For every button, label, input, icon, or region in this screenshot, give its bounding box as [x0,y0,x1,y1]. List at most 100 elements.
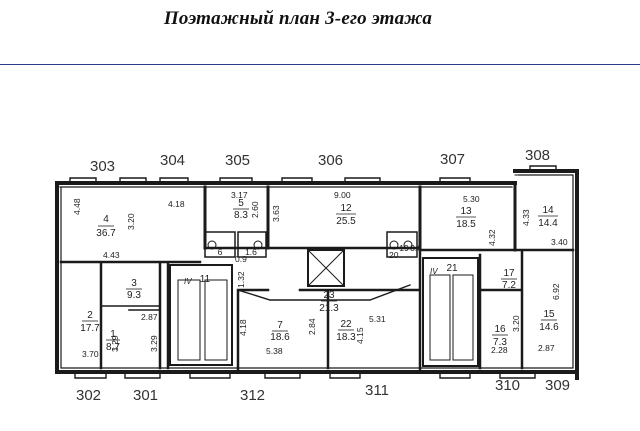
svg-text:3.6: 3.6 [410,243,422,253]
svg-text:6: 6 [218,247,223,257]
dimension-label: 2.60 [250,201,260,218]
dimension-label: 3.17 [231,190,248,200]
svg-text:8.7: 8.7 [106,342,120,353]
svg-text:22: 22 [340,319,352,330]
apartment-number: 304 [160,152,185,169]
toilet-icon [389,240,399,250]
thin-wall [100,261,161,311]
apartment-number: 306 [318,152,343,169]
apartment-number: 312 [240,387,265,404]
toilet-icon [207,240,217,250]
svg-text:23: 23 [323,290,335,301]
room-label: 11 [200,274,211,285]
room-label: 18.7 [106,329,120,353]
dimension-label: 2.87 [538,343,555,353]
svg-text:12: 12 [340,203,352,214]
svg-text:13: 13 [460,206,472,217]
svg-text:16: 16 [494,324,506,335]
apartment-number: 305 [225,152,250,169]
toilet-icon [253,240,263,250]
svg-text:7.3: 7.3 [493,337,507,348]
apartment-number: 303 [90,158,115,175]
dimension-label: 4.18 [238,319,248,336]
dimension-label: 3.29 [149,335,159,352]
dimension-label: 4.32 [487,229,497,246]
room-label: 177.2 [501,268,517,291]
svg-text:3: 3 [131,278,137,289]
stair-mark: IV [184,277,192,286]
dimension-label: 3.63 [271,205,281,222]
dimension-label: 1.32 [236,271,246,288]
windows-bottom [74,371,536,379]
svg-text:14.6: 14.6 [539,322,559,333]
room-label: 22 18.3 [336,319,356,343]
svg-text:36.7: 36.7 [96,228,116,239]
bathroom-6 [204,231,236,258]
outer-wall [55,169,579,380]
svg-text:5: 5 [238,198,244,209]
title-divider [0,64,640,65]
svg-text:21: 21 [446,263,458,274]
elevator-cross [307,249,345,287]
stair-flight [429,274,451,361]
dimension-label: 3.70 [82,349,99,359]
svg-text:14.4: 14.4 [538,218,558,229]
dimension-label: 5.31 [369,314,386,324]
page-title: Поэтажный план 3-его этажа [163,8,433,29]
bathroom-5 [237,231,267,258]
svg-text:8.3: 8.3 [234,210,248,221]
stair-flight [177,279,201,361]
svg-text:7: 7 [277,320,283,331]
dimension-label: 3.20 [511,315,521,332]
dimension-label: 3.40 [551,237,568,247]
room-label: 39.3 [126,278,142,301]
dimension-label: 2.87 [141,312,158,322]
svg-text:18.6: 18.6 [270,332,290,343]
svg-text:25.5: 25.5 [336,216,356,227]
dimension-label: 2.28 [491,345,508,355]
dimension-label: 5.30 [463,194,480,204]
svg-text:18.3: 18.3 [336,332,356,343]
toilet-icon [403,240,413,250]
svg-text:19: 19 [399,243,409,253]
svg-text:2: 2 [87,310,93,321]
svg-text:1: 1 [110,329,116,340]
apartment-number: 302 [76,387,101,404]
corridor-outline [237,284,411,301]
apartment-number: 301 [133,387,158,404]
room-label: 718.6 [270,320,290,343]
svg-text:4: 4 [103,214,109,225]
svg-text:7.2: 7.2 [502,280,516,291]
room-label: 21 [446,263,458,274]
dimension-label: 20 [389,250,399,260]
apartment-number: 308 [525,147,550,164]
stair-flight [204,279,228,361]
dimension-label: 9.00 [334,190,351,200]
room-label: 167.3 [492,324,508,348]
room-label: 13 18.5 [456,206,476,230]
svg-text:18.5: 18.5 [456,219,476,230]
room-label: 58.3 [233,198,249,221]
apartment-number: 307 [440,151,465,168]
partition-wall [59,246,575,374]
apartment-number: 309 [545,377,570,394]
staircase-right [422,257,479,367]
dimension-label: 4.48 [72,198,82,215]
svg-text:14: 14 [542,205,554,216]
dimension-label: 5.38 [266,346,283,356]
apartment-number: 311 [365,382,389,399]
bathroom-19 [386,231,418,258]
room-label: 217.7 [80,310,100,334]
svg-text:9.3: 9.3 [127,290,141,301]
svg-text:15: 15 [543,309,555,320]
elevator-shaft [307,249,345,287]
room-label: 12 25.5 [336,203,356,227]
svg-text:1.6: 1.6 [245,247,257,257]
svg-text:17.7: 17.7 [80,323,100,334]
room-label: 436.7 [96,214,116,239]
dimension-label: 4.18 [168,199,185,209]
dimension-label: 0.9 [235,254,247,264]
